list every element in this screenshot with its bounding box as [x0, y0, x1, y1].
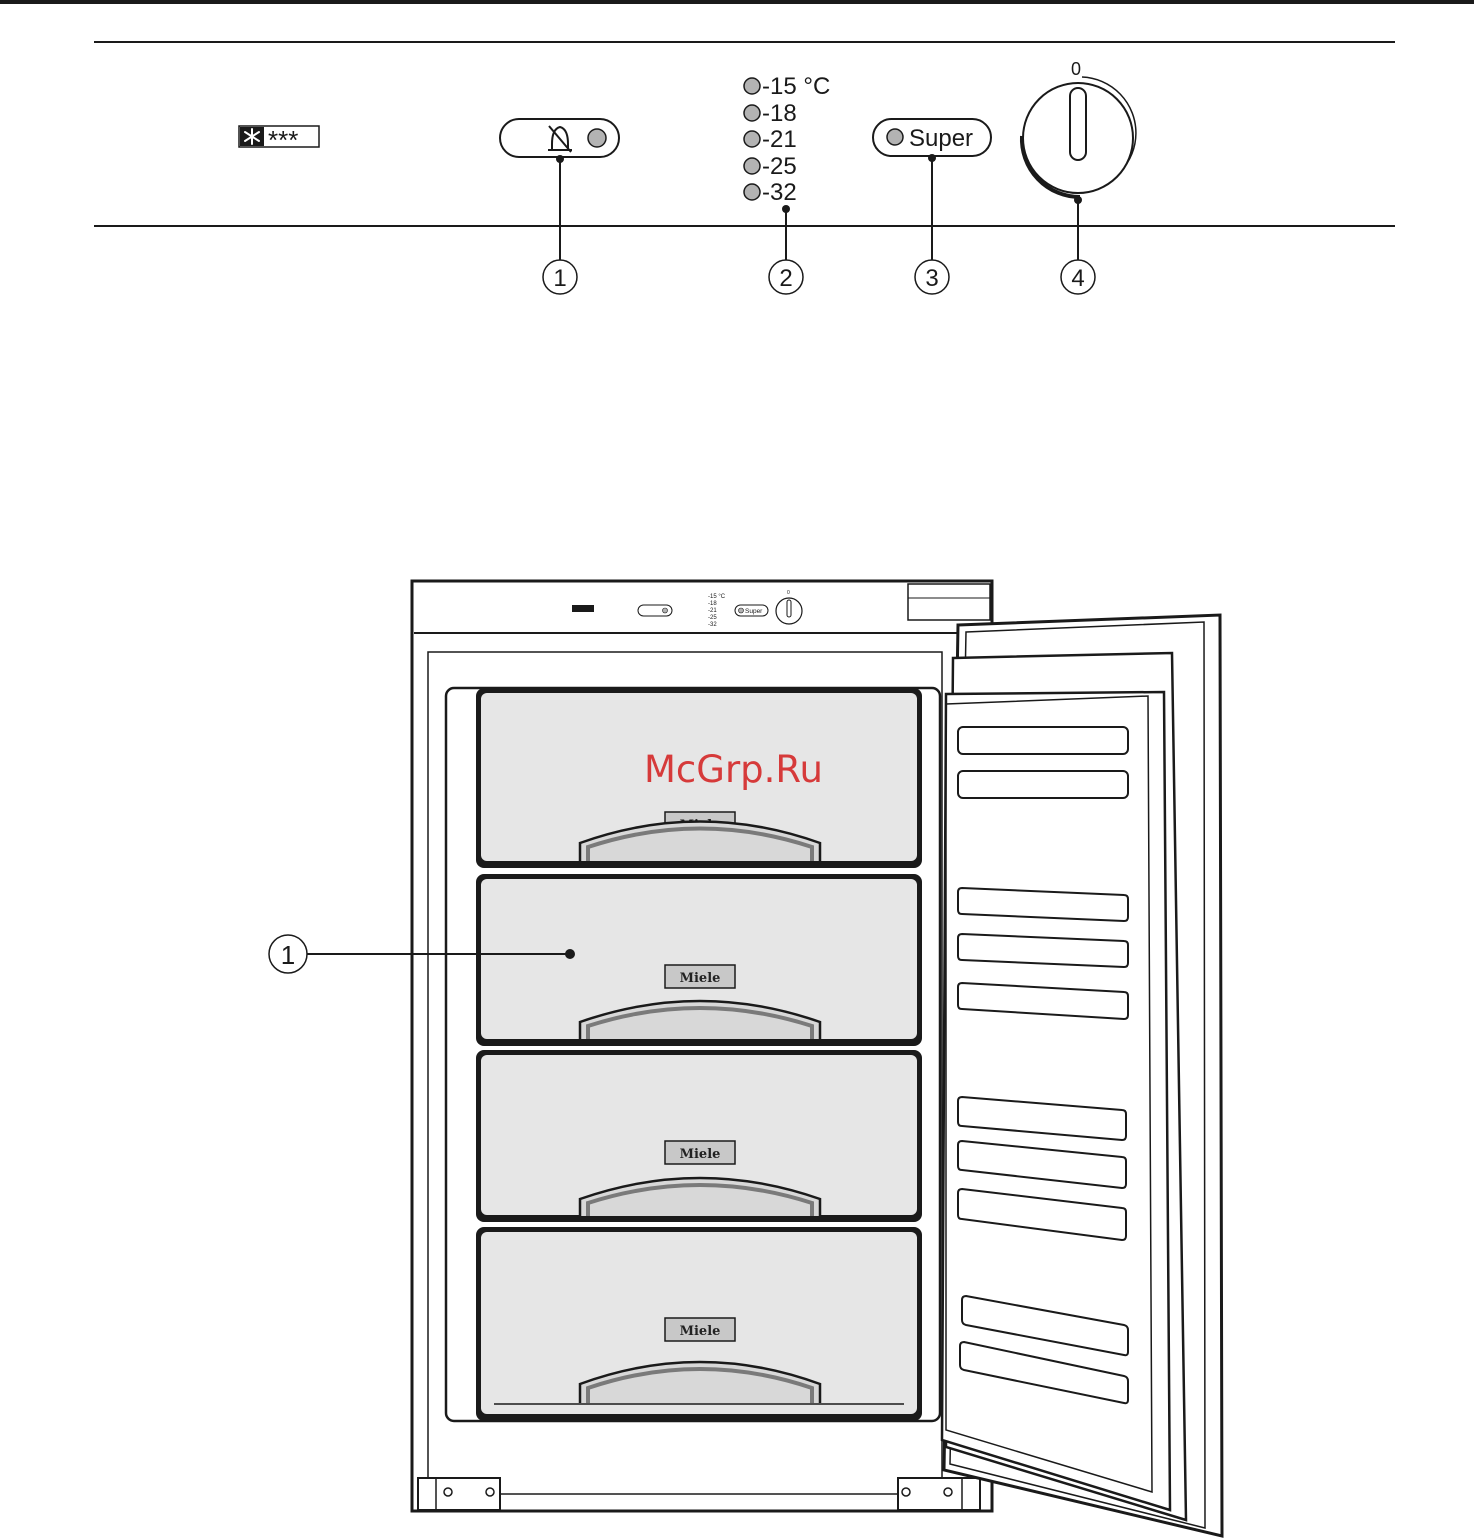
drawer-brand: Miele: [680, 1147, 721, 1162]
page-top-rule: [0, 0, 1474, 4]
temp-label: -25: [762, 153, 797, 180]
temp-label: -32: [762, 179, 797, 206]
freezer-appliance: -15 °C -18 -21 -25 -32 Super 0 Miele: [269, 581, 1222, 1536]
bottom-hinge-right: [898, 1478, 980, 1510]
freezer-drawer[interactable]: Miele: [476, 1050, 922, 1222]
star-rating-badge: ***: [239, 125, 319, 155]
control-panel: *** -15 °C -18 -21 -25 -32: [94, 42, 1395, 294]
mini-temp-label: -15 °C: [708, 594, 726, 600]
cabinet-top-vent: [908, 584, 990, 620]
temp-label: -21: [762, 126, 797, 153]
mini-temp-label: -21: [708, 608, 717, 614]
temp-indicator-light: [744, 184, 760, 200]
temperature-dial[interactable]: 0: [1022, 59, 1136, 197]
mini-temp-label: -32: [708, 622, 717, 628]
callout-leaders: [556, 154, 1082, 260]
dial-zero-mark: 0: [1071, 59, 1081, 79]
svg-text:1: 1: [281, 940, 295, 970]
freezer-drawer[interactable]: Miele: [476, 874, 922, 1046]
drawer-brand: Miele: [680, 971, 721, 986]
callout-3: 3: [915, 260, 949, 294]
svg-text:1: 1: [553, 265, 566, 292]
mini-temp-label: -18: [708, 601, 717, 607]
alarm-off-button[interactable]: [500, 119, 619, 157]
svg-text:2: 2: [779, 265, 792, 292]
bottom-hinge-left: [418, 1478, 500, 1510]
callout-1: 1: [543, 260, 577, 294]
mini-temp-label: -25: [708, 615, 717, 621]
temperature-indicators: -15 °C -18 -21 -25 -32: [744, 73, 830, 206]
alarm-indicator-light: [588, 129, 606, 147]
temp-indicator-light: [744, 158, 760, 174]
watermark-text: McGrp.Ru: [644, 748, 823, 791]
drawer-brand: Miele: [680, 1324, 721, 1339]
star-rating-stars: ***: [268, 125, 298, 155]
temp-indicator-light: [744, 105, 760, 121]
super-indicator-light: [887, 129, 903, 145]
svg-text:3: 3: [925, 265, 938, 292]
mini-star-badge: [572, 605, 594, 612]
open-door[interactable]: [942, 615, 1222, 1536]
mini-dial-zero: 0: [787, 590, 790, 596]
callout-2: 2: [769, 260, 803, 294]
svg-text:4: 4: [1071, 265, 1084, 292]
temp-indicator-light: [744, 131, 760, 147]
temp-label: -15 °C: [762, 73, 830, 100]
freezer-drawer[interactable]: Miele: [476, 1227, 922, 1421]
temp-indicator-light: [744, 78, 760, 94]
callout-4: 4: [1061, 260, 1095, 294]
super-label: Super: [909, 125, 973, 152]
temp-label: -18: [762, 100, 797, 127]
mini-super-label: Super: [745, 608, 763, 615]
super-freeze-button[interactable]: Super: [873, 119, 991, 156]
dial-grip: [1070, 88, 1086, 160]
